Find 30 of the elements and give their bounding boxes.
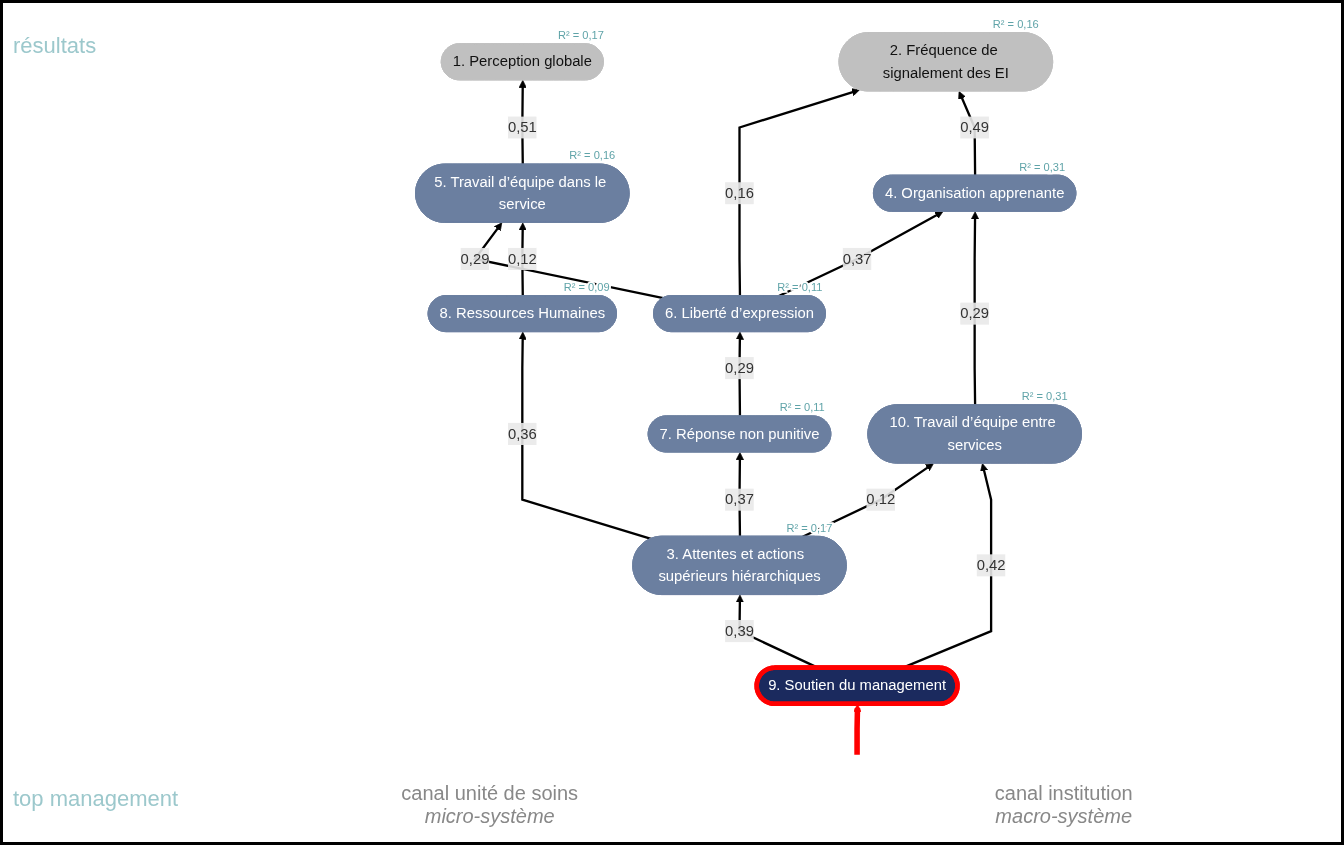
edge-label: 0,51 [507,119,537,135]
r-squared-value: R² = 0,31 [1019,160,1066,173]
column-title: canal unité de soins [401,782,579,804]
arrow [518,331,652,541]
edge-label: 0,29 [725,359,754,376]
r-squared-value: R² = 0,31 [1021,390,1068,403]
r-squared-value: R² = 0,11 [779,401,825,414]
column-subtitle: micro-système [424,805,555,827]
edge-label: 0,36 [507,425,537,442]
row-label: résultats [13,33,98,59]
edge-label: 0,42 [976,557,1006,573]
edge-label: 0,37 [842,250,872,267]
edge-label: 0,16 [725,184,754,201]
arrow [802,463,934,538]
edge-label: 0,12 [507,250,537,267]
edge-label: 0,39 [725,622,754,639]
column-subtitle: macro-système [995,805,1133,827]
edge-label: 0,37 [725,491,754,508]
edge-label: 0,12 [866,491,896,508]
edge-label: 0,29 [960,305,990,321]
r-squared-value: R² = 0,16 [992,18,1039,30]
row-label: top management [13,786,180,812]
r-squared-value: R² = 0,11 [777,280,823,293]
r-squared-value: R² = 0,17 [557,29,604,42]
edge-label: 0,29 [460,250,490,267]
edge-label: 0,49 [960,119,990,135]
column-title: canal institution [994,782,1133,804]
arrow [970,211,980,406]
r-squared-value: R² = 0,16 [569,149,616,162]
arrow [738,88,860,296]
